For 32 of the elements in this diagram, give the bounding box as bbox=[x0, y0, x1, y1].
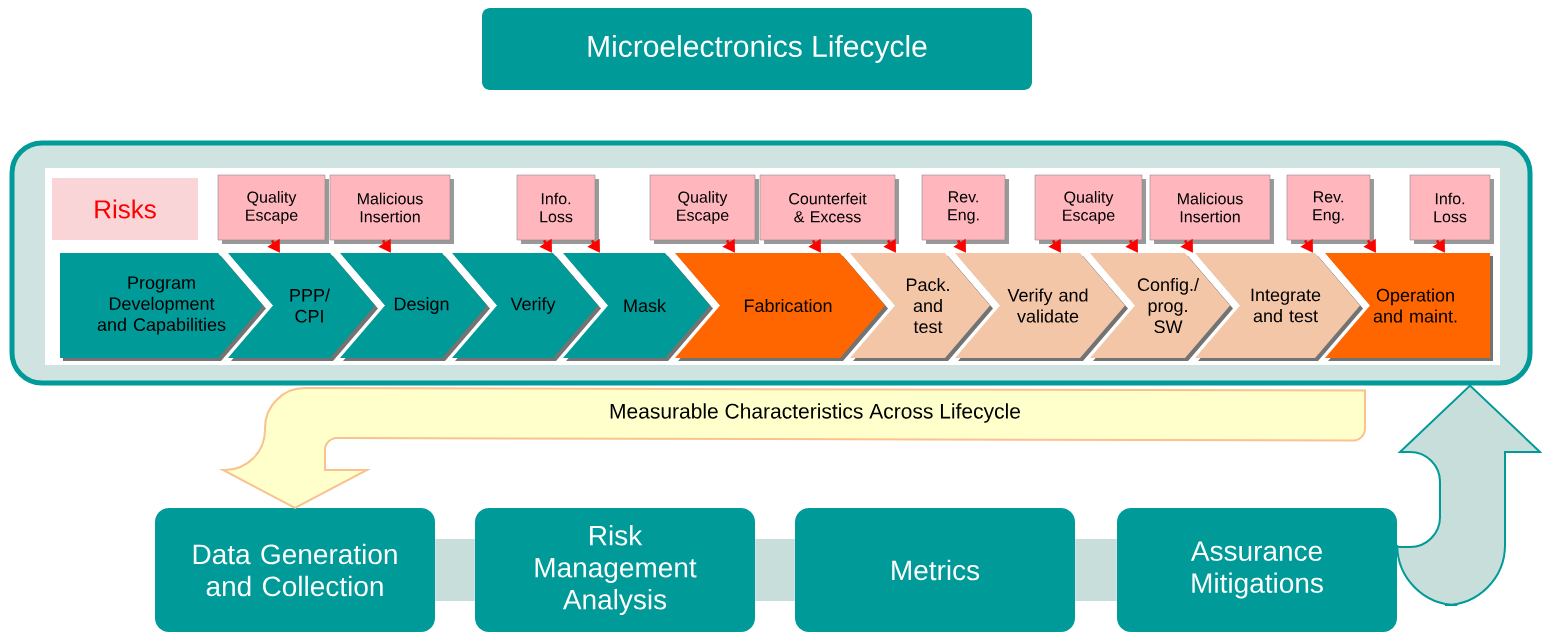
label-box: Risks bbox=[52, 178, 198, 240]
node-label: Verify bbox=[510, 297, 556, 314]
connector-bar bbox=[1075, 539, 1117, 601]
risk-box: Quality Escape bbox=[649, 174, 759, 244]
title-box: Microelectronics Lifecycle bbox=[482, 8, 1032, 90]
risk-box: Quality Escape bbox=[1034, 174, 1146, 244]
process-step: Operation and maint. bbox=[1325, 253, 1493, 361]
connector-bar bbox=[435, 539, 475, 601]
process-box: Assurance Mitigations bbox=[1117, 508, 1397, 632]
risk-box: Info. Loss bbox=[516, 174, 599, 244]
node-label: Verify and validate bbox=[1007, 288, 1088, 323]
connector-bar bbox=[755, 539, 795, 601]
node-label: Program Development and Capabilities bbox=[97, 276, 226, 335]
node-label: PPP/ CPI bbox=[290, 288, 331, 323]
node-label: Integrate and test bbox=[1251, 288, 1321, 323]
process-step: Fabrication bbox=[675, 253, 888, 361]
risk-box: Malicious Insertion bbox=[1149, 174, 1274, 244]
process-step: Program Development and Capabilities bbox=[60, 253, 266, 361]
risk-box: Quality Escape bbox=[217, 174, 329, 244]
risk-box: Info. Loss bbox=[1409, 174, 1494, 244]
risk-box: Counterfeit & Excess bbox=[759, 174, 899, 244]
risk-box: Rev. Eng. bbox=[921, 174, 1009, 244]
process-box: Metrics bbox=[795, 508, 1075, 632]
curved-arrow bbox=[1396, 384, 1541, 606]
risk-box: Rev. Eng. bbox=[1286, 174, 1374, 244]
process-box: Risk Management Analysis bbox=[475, 508, 755, 632]
node-label: Mask bbox=[624, 298, 667, 313]
node-label: Pack. and test bbox=[906, 277, 949, 334]
risk-box: Malicious Insertion bbox=[329, 174, 454, 244]
node-label: Design bbox=[394, 297, 449, 314]
process-box: Data Generation and Collection bbox=[155, 508, 435, 632]
edge-label: Measurable Characteristics Across Lifecycle bbox=[607, 401, 1023, 425]
